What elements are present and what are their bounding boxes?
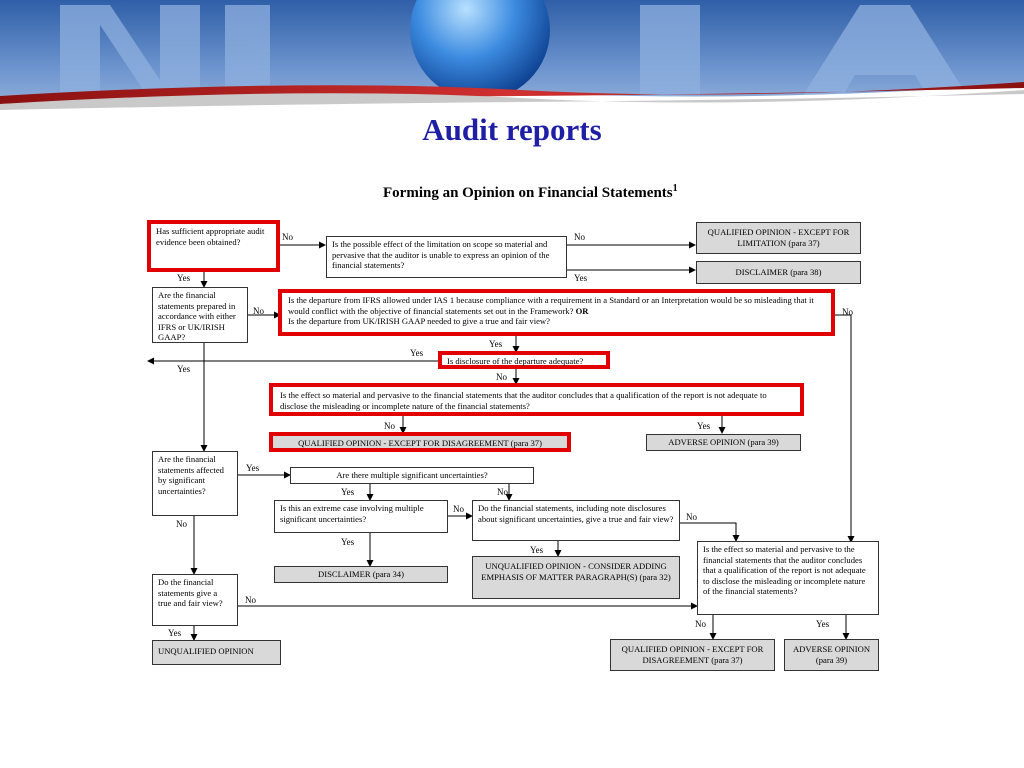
edge-label-no: No bbox=[695, 619, 706, 629]
node-prepared-ifrs: Are the financial statements prepared in… bbox=[152, 287, 248, 343]
edge-label-yes: Yes bbox=[177, 273, 190, 283]
node-effect-material-final: Is the effect so material and pervasive … bbox=[697, 541, 879, 615]
node-extreme-case: Is this an extreme case involving multip… bbox=[274, 500, 448, 533]
edge-label-no: No bbox=[245, 595, 256, 605]
node-multiple-uncertainties: Are there multiple significant uncertain… bbox=[290, 467, 534, 484]
edge-label-yes: Yes bbox=[341, 537, 354, 547]
node-effect-disclose: Is the effect so material and pervasive … bbox=[269, 383, 804, 416]
edge-label-no: No bbox=[574, 232, 585, 242]
outcome-disclaimer-34: DISCLAIMER (para 34) bbox=[274, 566, 448, 583]
edge-label-yes: Yes bbox=[168, 628, 181, 638]
node-departure-allowed: Is the departure from IFRS allowed under… bbox=[278, 289, 835, 336]
outcome-unqualified: UNQUALIFIED OPINION bbox=[152, 640, 281, 665]
outcome-adverse-39: ADVERSE OPINION (para 39) bbox=[646, 434, 801, 451]
edge-label-no: No bbox=[497, 487, 508, 497]
edge-label-no: No bbox=[384, 421, 395, 431]
edge-label-no: No bbox=[253, 306, 264, 316]
node-uncertainties: Are the financial statements affected by… bbox=[152, 451, 238, 516]
edge-label-yes: Yes bbox=[816, 619, 829, 629]
outcome-unqualified-emphasis: UNQUALIFIED OPINION - CONSIDER ADDING EM… bbox=[472, 556, 680, 599]
departure-or-text: OR bbox=[576, 306, 589, 316]
node-true-fair: Do the financial statements give a true … bbox=[152, 574, 238, 626]
departure-gaap-text: Is the departure from UK/IRISH GAAP need… bbox=[288, 316, 550, 326]
outcome-qualified-disagreement-37: QUALIFIED OPINION - EXCEPT FOR DISAGREEM… bbox=[269, 432, 571, 452]
edge-label-yes: Yes bbox=[246, 463, 259, 473]
edge-label-no: No bbox=[842, 307, 853, 317]
edge-label-yes: Yes bbox=[489, 339, 502, 349]
edge-label-yes: Yes bbox=[177, 364, 190, 374]
outcome-qualified-limitation: QUALIFIED OPINION - EXCEPT FOR LIMITATIO… bbox=[696, 222, 861, 254]
edge-label-no: No bbox=[453, 504, 464, 514]
node-limitation-effect: Is the possible effect of the limitation… bbox=[326, 236, 567, 278]
outcome-qualified-disagreement-final: QUALIFIED OPINION - EXCEPT FOR DISAGREEM… bbox=[610, 639, 775, 671]
outcome-adverse-final: ADVERSE OPINION (para 39) bbox=[784, 639, 879, 671]
departure-ifrs-text: Is the departure from IFRS allowed under… bbox=[288, 295, 814, 316]
edge-label-yes: Yes bbox=[574, 273, 587, 283]
edge-label-yes: Yes bbox=[697, 421, 710, 431]
edge-label-no: No bbox=[686, 512, 697, 522]
node-sufficient-evidence: Has sufficient appropriate audit evidenc… bbox=[147, 220, 280, 272]
node-disclosure-adequate: Is disclosure of the departure adequate? bbox=[438, 351, 610, 369]
edge-label-yes: Yes bbox=[410, 348, 423, 358]
edge-label-yes: Yes bbox=[341, 487, 354, 497]
outcome-disclaimer-38: DISCLAIMER (para 38) bbox=[696, 261, 861, 284]
edge-label-no: No bbox=[496, 372, 507, 382]
node-note-disclosures: Do the financial statements, including n… bbox=[472, 500, 680, 541]
edge-label-no: No bbox=[282, 232, 293, 242]
edge-label-yes: Yes bbox=[530, 545, 543, 555]
edge-label-no: No bbox=[176, 519, 187, 529]
